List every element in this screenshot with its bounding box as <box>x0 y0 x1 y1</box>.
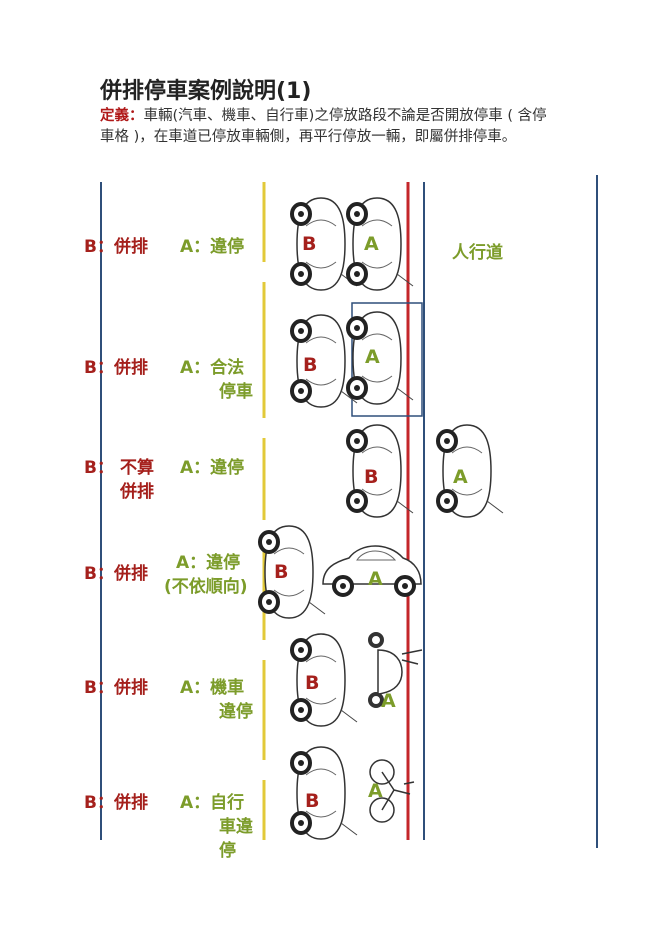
car-letter-a-row3: A <box>453 466 468 488</box>
car-letter-b-row4: B <box>274 561 289 583</box>
case5-a-label-1: A：機車 <box>180 678 245 698</box>
car-a-row1 <box>346 196 415 292</box>
definition-body: 車輛(汽車、機車、自行車)之停放路段不論是否開放停車 ( 含停車格 )，在車道已… <box>100 108 547 145</box>
car-letter-b-row5: B <box>305 672 320 694</box>
car-letter-b-row3: B <box>364 466 379 488</box>
case4-a-label-2: (不依順向) <box>164 577 248 597</box>
car-b-row5 <box>290 632 359 728</box>
case2-b-label: B：併排 <box>84 358 148 378</box>
car-b-row4 <box>258 524 327 620</box>
bicycle-icon <box>369 759 415 823</box>
case6-b-label: B：併排 <box>84 793 148 813</box>
case6-a-label-2: 車違 <box>219 817 253 837</box>
car-letter-a-row5: A <box>381 690 396 712</box>
car-letter-a-row1: A <box>364 233 379 255</box>
case1-b-label: B：併排 <box>84 237 148 257</box>
car-letter-a-row6: A <box>368 780 383 802</box>
car-letter-b-row2: B <box>303 354 318 376</box>
case1-a-label: A：違停 <box>180 237 245 257</box>
definition-text: 定義：車輛(汽車、機車、自行車)之停放路段不論是否開放停車 ( 含停車格 )，在… <box>100 106 560 148</box>
page-title: 併排停車案例說明(1) <box>100 79 312 104</box>
car-letter-a-row4: A <box>368 568 383 590</box>
car-a-row4-side-icon <box>322 545 422 597</box>
car-a-row2 <box>346 310 415 406</box>
definition-lead: 定義： <box>100 108 144 124</box>
case5-a-label-2: 違停 <box>219 702 253 722</box>
scooter-icon <box>368 632 423 708</box>
case6-a-label-1: A：自行 <box>180 793 245 813</box>
case3-a-label: A：違停 <box>180 458 245 478</box>
car-letter-a-row2: A <box>365 346 380 368</box>
car-letter-b-row6: B <box>305 790 320 812</box>
parking-space-box <box>351 302 423 417</box>
car-a-row3 <box>436 423 505 519</box>
case4-a-label-1: A：違停 <box>176 553 241 573</box>
car-b-row3 <box>346 423 415 519</box>
case6-a-label-3: 停 <box>219 841 236 861</box>
case2-a-label-1: A：合法 <box>180 358 245 378</box>
sidewalk-label: 人行道 <box>452 243 503 263</box>
car-letter-b-row1: B <box>302 233 317 255</box>
case5-b-label: B：併排 <box>84 678 148 698</box>
case3-b-prefix: B： <box>84 458 114 478</box>
case3-b-label-1: 不算 <box>120 458 154 478</box>
car-b-row6 <box>290 745 359 841</box>
case4-b-label: B：併排 <box>84 564 148 584</box>
case3-b-label-2: 併排 <box>120 482 154 502</box>
case2-a-label-2: 停車 <box>219 382 253 402</box>
